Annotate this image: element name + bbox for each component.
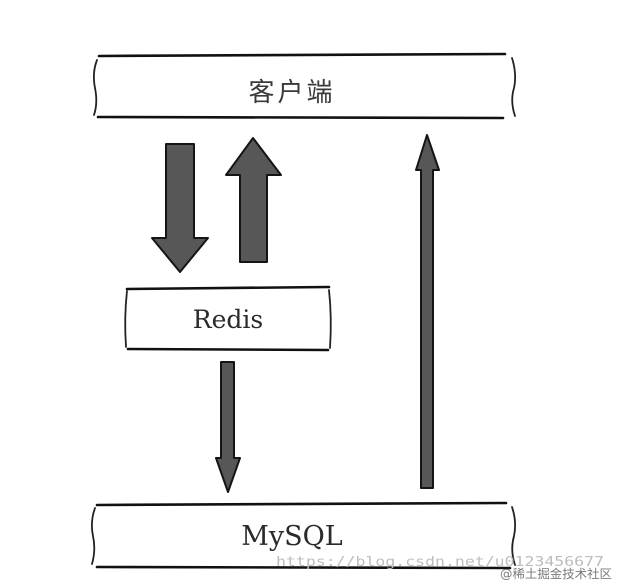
redis-box: Redis bbox=[124, 285, 332, 352]
mysql-box-right-bracket bbox=[511, 506, 517, 566]
client-label: 客户端 bbox=[248, 78, 335, 108]
redis-label: Redis bbox=[193, 305, 263, 334]
redis-to-mysql-arrow bbox=[215, 361, 241, 493]
watermark-brand: @稀土掘金技术社区 bbox=[500, 566, 612, 581]
client-to-redis-arrow bbox=[151, 143, 209, 273]
mysql-box-top-edge bbox=[95, 501, 508, 507]
mysql-box: MySQL bbox=[90, 501, 517, 570]
client-box-top-edge bbox=[97, 52, 507, 58]
client-box-left-bracket bbox=[92, 59, 98, 116]
mysql-to-client-arrow bbox=[415, 134, 440, 489]
mysql-box-left-bracket bbox=[90, 507, 96, 565]
redis-box-bottom-edge bbox=[126, 347, 330, 352]
client-box-right-bracket bbox=[511, 57, 517, 117]
client-box-bottom-edge bbox=[96, 115, 505, 120]
redis-box-right-edge bbox=[328, 289, 332, 349]
mysql-label: MySQL bbox=[241, 521, 343, 552]
mysql-box-bottom-edge bbox=[95, 565, 512, 570]
redis-to-client-arrow bbox=[225, 137, 282, 263]
client-box: 客户端 bbox=[92, 52, 517, 120]
redis-box-top-edge bbox=[125, 285, 331, 291]
redis-box-left-edge bbox=[124, 290, 128, 348]
watermark-url: https://blog.csdn.net/u0123456677 bbox=[276, 555, 604, 570]
